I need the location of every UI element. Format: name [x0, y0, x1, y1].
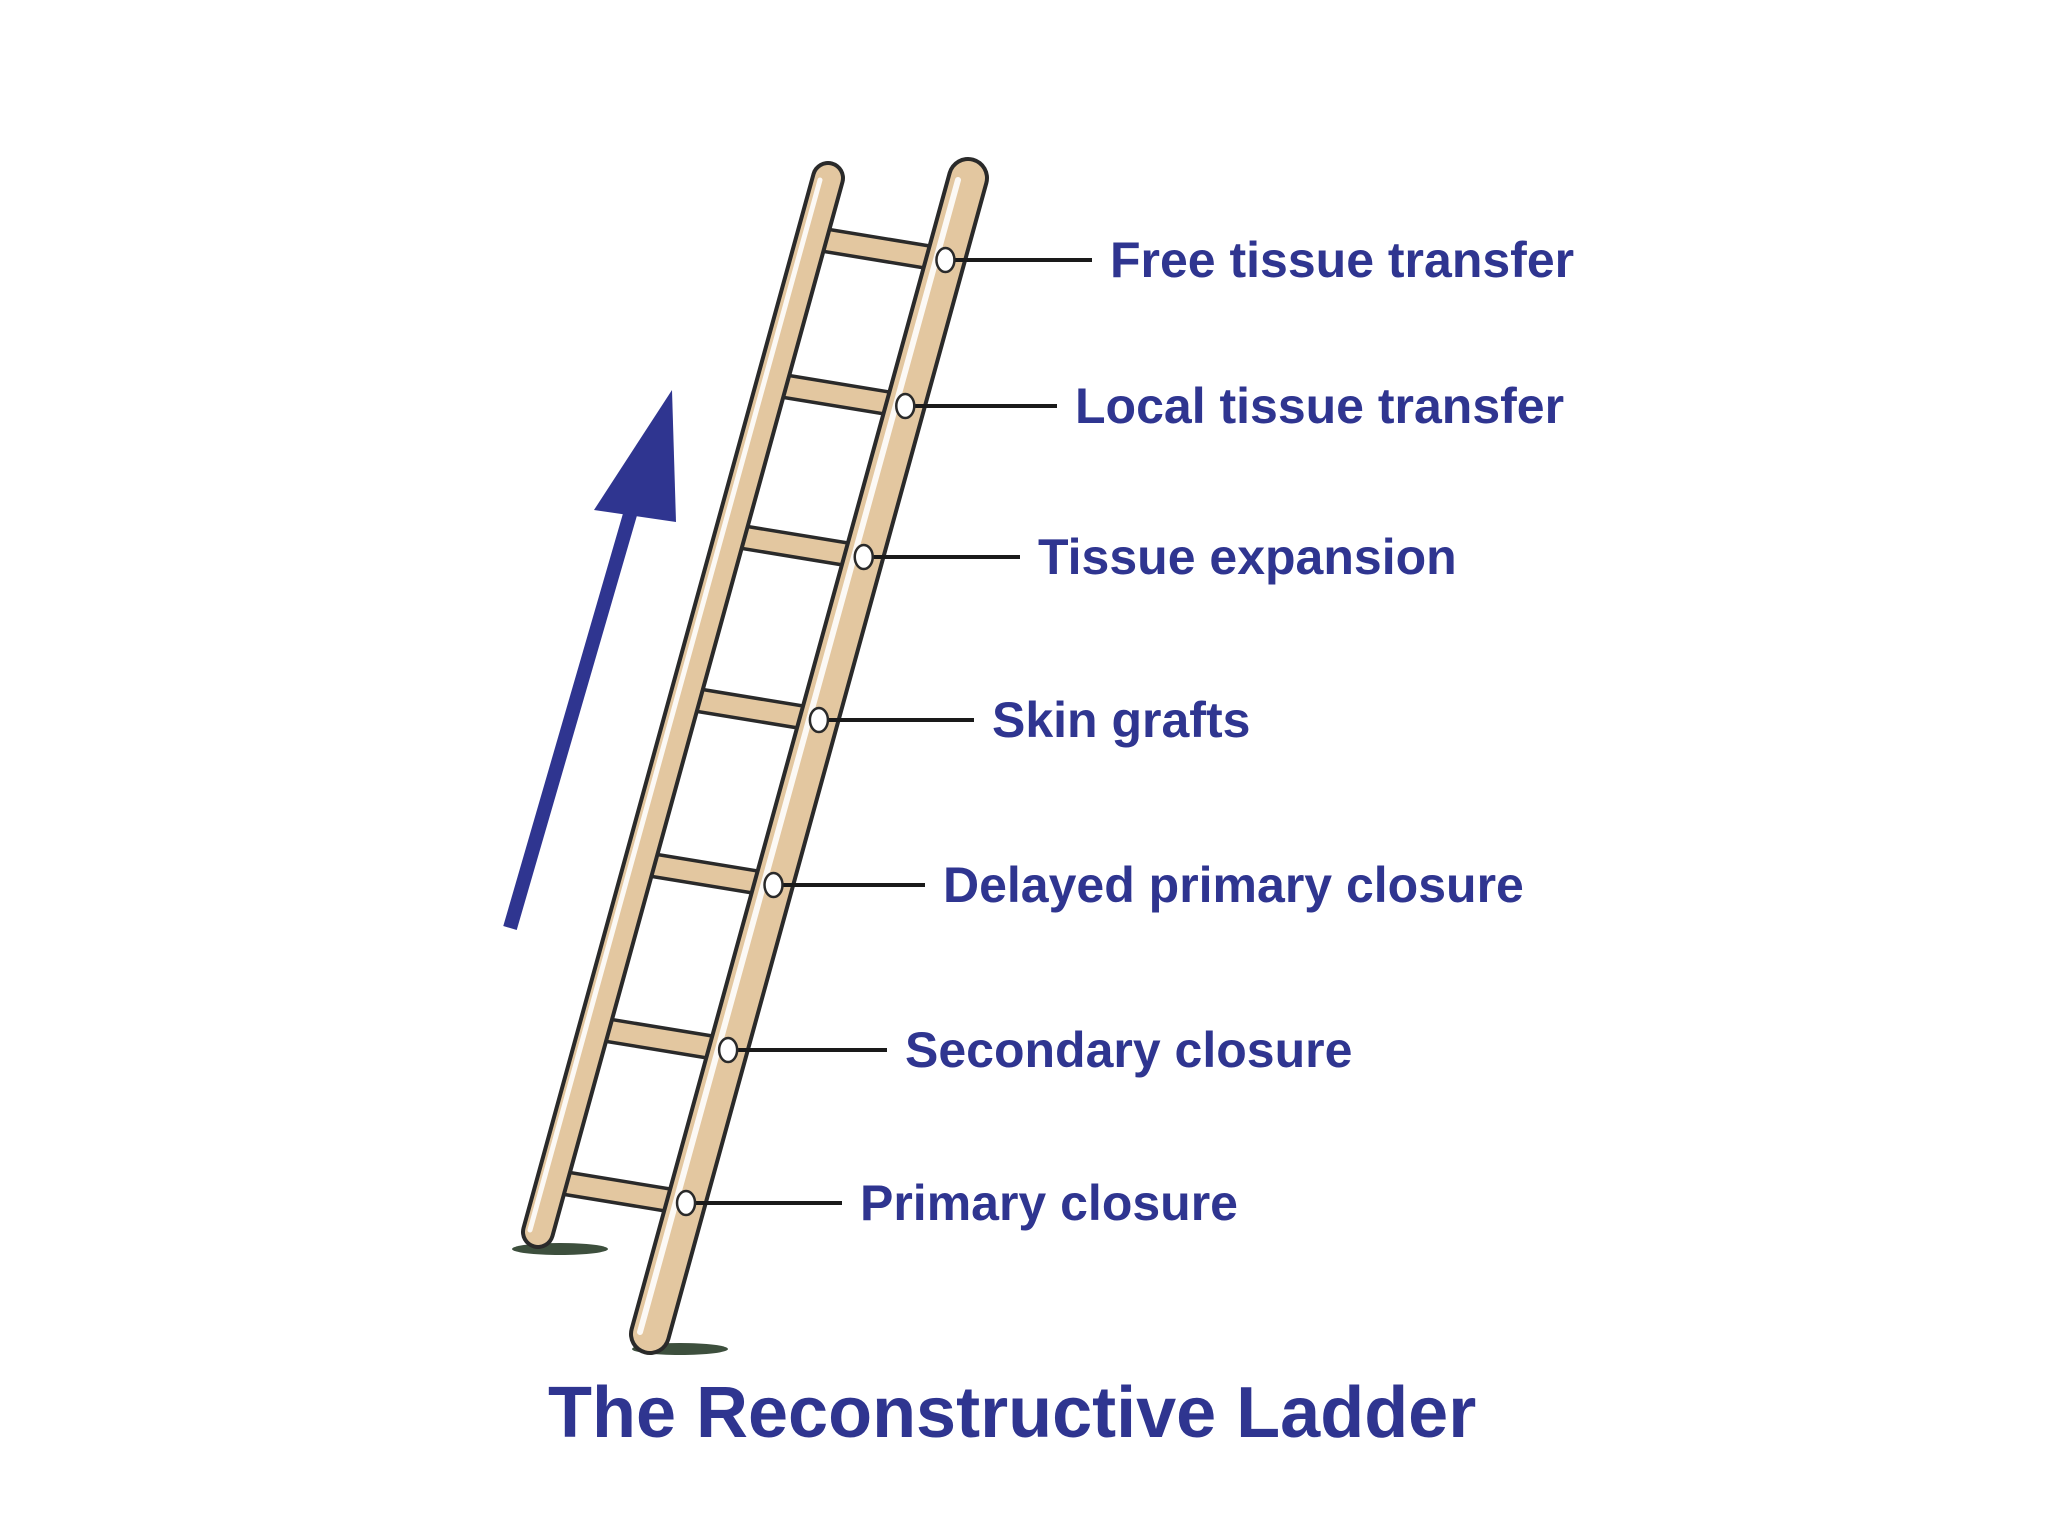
ladder-rung — [720, 525, 874, 567]
ladder-peg-dot — [717, 1036, 739, 1064]
ladder-rung — [584, 1018, 738, 1060]
ladder-peg-dot — [853, 543, 874, 571]
arrow-head — [594, 390, 676, 522]
ladder-left-rail-highlight — [527, 177, 823, 1233]
ladder-icon — [512, 157, 989, 1355]
ladder-right-rail-highlight — [637, 177, 961, 1335]
ladder-rung — [761, 374, 915, 416]
ladder-peg-dot — [895, 392, 916, 420]
rung-label: Skin grafts — [992, 692, 1250, 748]
ladder-rung — [801, 228, 955, 270]
ladder-peg-dot — [935, 246, 956, 274]
ladder-rung — [630, 853, 784, 895]
rung-label: Primary closure — [860, 1175, 1238, 1231]
diagram-title: The Reconstructive Ladder — [548, 1373, 1476, 1453]
ladder-rung — [675, 688, 829, 730]
ladder-left-rail — [525, 165, 841, 1245]
up-arrow-icon — [503, 390, 676, 930]
rung-label: Free tissue transfer — [1110, 232, 1574, 288]
rung-label: Delayed primary closure — [943, 857, 1524, 913]
rung-label: Secondary closure — [905, 1022, 1352, 1078]
arrow-shaft — [503, 478, 647, 930]
ladder-right-rail — [633, 161, 985, 1351]
ladder-peg-dot — [675, 1189, 697, 1217]
ground-shadow-left — [512, 1243, 608, 1255]
ladder-rung — [542, 1171, 696, 1213]
ladder-peg-dot — [808, 706, 830, 734]
rung-label: Local tissue transfer — [1075, 378, 1564, 434]
ladder-rungs — [539, 225, 959, 1216]
rung-label: Tissue expansion — [1038, 529, 1457, 585]
ladder-peg-dot — [763, 871, 784, 899]
